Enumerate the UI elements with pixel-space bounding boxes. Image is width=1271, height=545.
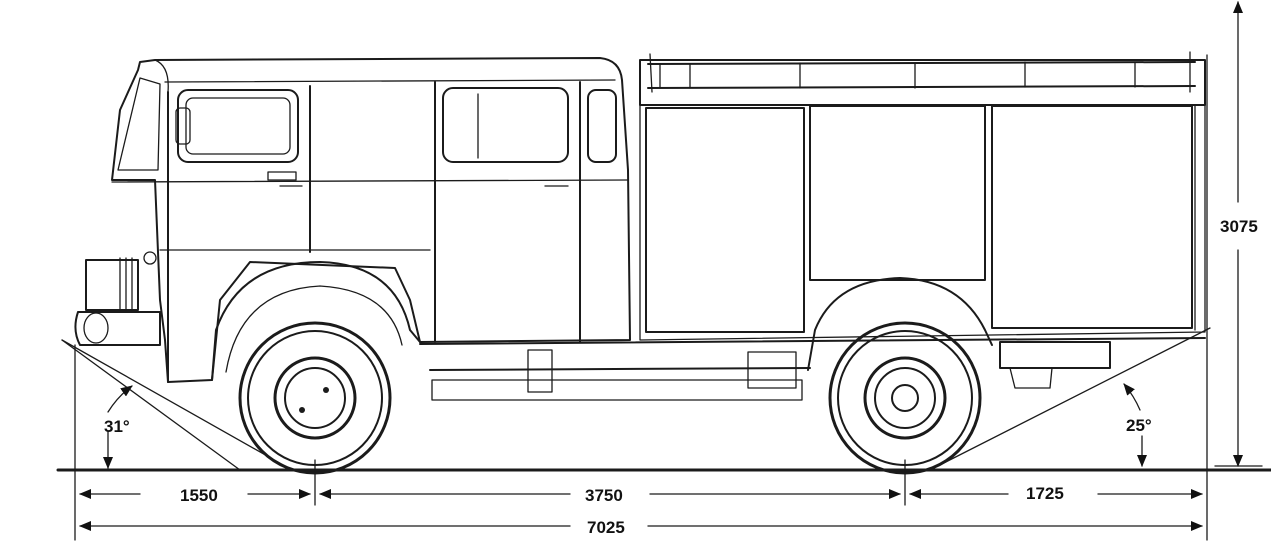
label-front-overhang: 1550: [180, 486, 218, 505]
dimension-lines: [74, 1, 1263, 541]
equipment-body: [639, 59, 1206, 341]
label-departure-angle: 25°: [1126, 416, 1152, 435]
departure-angle-lines: [929, 327, 1211, 471]
label-wheelbase: 3750: [585, 486, 623, 505]
windshield: [117, 77, 161, 171]
chassis-frame: [419, 337, 1206, 401]
side-mirror: [175, 107, 191, 145]
truck-body: [74, 51, 1206, 475]
label-approach-angle: 31°: [104, 417, 130, 436]
label-total-length: 7025: [587, 518, 625, 537]
front-door-handle: [267, 171, 297, 181]
rear-wheel: [828, 321, 982, 475]
front-wheel: [238, 321, 392, 475]
label-height: 3075: [1220, 217, 1258, 236]
rear-fender: [807, 277, 993, 371]
cab-outline: [111, 57, 631, 383]
front-fender: [211, 261, 421, 381]
label-rear-overhang: 1725: [1026, 484, 1064, 503]
rear-side-window: [587, 89, 617, 163]
locker-door-1: [645, 107, 805, 333]
front-bumper: [74, 311, 161, 346]
approach-angle-lines: [61, 339, 293, 471]
rear-door-window: [442, 87, 569, 163]
front-door-window: [177, 89, 299, 163]
roof-ladder-rack: [647, 51, 1196, 93]
locker-door-2: [809, 105, 986, 281]
rear-step: [999, 341, 1111, 369]
grille: [85, 259, 139, 311]
locker-door-3: [991, 105, 1193, 329]
